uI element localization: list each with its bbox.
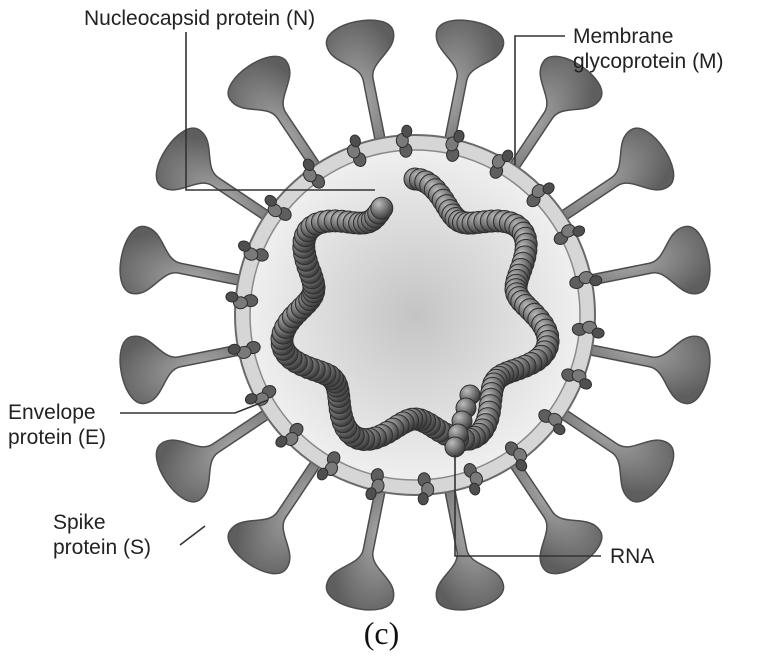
figure-caption: (c) <box>363 615 400 651</box>
membrane-protein <box>571 320 605 339</box>
spike-protein <box>581 225 711 295</box>
label-membrane: Membrane glycoprotein (M) <box>573 25 724 73</box>
membrane-protein <box>417 472 435 506</box>
nucleocapsid-bead <box>444 436 466 458</box>
membrane-protein <box>445 129 465 162</box>
spike-protein <box>435 481 505 611</box>
spike-layer <box>119 19 711 611</box>
membrane-protein <box>569 271 603 290</box>
leader-line-envelope <box>120 399 269 414</box>
membrane-protein <box>264 194 292 221</box>
membrane-protein <box>346 134 367 167</box>
leader-lines <box>120 32 601 557</box>
leader-line-nucleocapsid <box>185 32 375 191</box>
spike-protein <box>505 454 603 575</box>
membrane-protein <box>526 182 555 208</box>
spike-protein <box>581 335 711 405</box>
spike-protein <box>554 405 675 503</box>
leader-line-membrane <box>514 35 565 165</box>
nucleocapsid-layer <box>270 167 560 458</box>
spike-protein <box>227 454 325 575</box>
membrane-protein <box>244 385 277 406</box>
spike-protein <box>119 335 249 405</box>
membrane-protein <box>275 422 304 448</box>
spike-protein <box>505 55 603 176</box>
membrane-protein <box>227 340 261 359</box>
membrane-protein <box>225 291 259 310</box>
membrane-protein <box>302 158 326 189</box>
leader-line-rna <box>454 455 601 557</box>
spike-protein <box>325 19 395 149</box>
spike-protein <box>119 225 249 295</box>
label-envelope: Envelope protein (E) <box>8 401 107 449</box>
membrane-protein <box>395 124 413 158</box>
membrane-protein <box>561 368 592 390</box>
spike-protein <box>155 405 276 503</box>
membrane-protein <box>538 409 566 436</box>
membrane-protein <box>489 149 514 179</box>
nucleocapsid-bead <box>370 196 394 220</box>
membrane-protein <box>316 451 341 481</box>
label-spike: Spike protein (S) <box>53 511 152 559</box>
spike-protein <box>435 19 505 149</box>
membrane-protein <box>504 441 528 472</box>
membrane-protein-layer <box>225 124 605 506</box>
leader-line-spike <box>179 525 206 546</box>
spike-protein <box>554 127 675 225</box>
spike-protein <box>325 481 395 611</box>
membrane-protein <box>238 240 269 262</box>
membrane-protein <box>463 463 484 496</box>
label-nucleocapsid: Nucleocapsid protein (N) <box>84 7 316 30</box>
spike-protein <box>227 55 325 176</box>
membrane-protein <box>553 224 586 245</box>
label-rna: RNA <box>610 545 655 568</box>
membrane-protein <box>365 468 385 501</box>
